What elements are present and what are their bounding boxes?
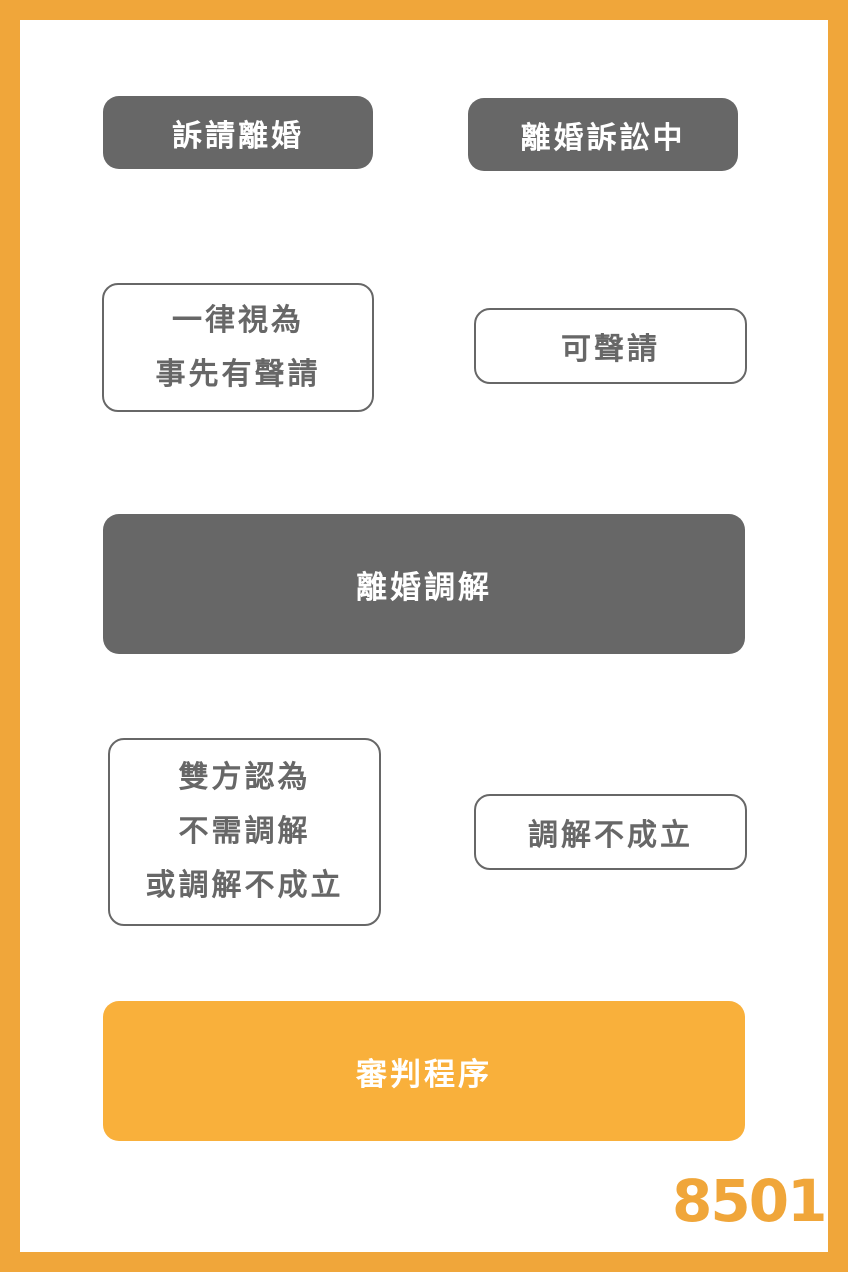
- start-box-file-divorce: 訴請離婚: [103, 96, 373, 169]
- trial-procedure-box: 審判程序: [103, 1001, 745, 1141]
- brand-logo: 85010: [672, 1167, 848, 1235]
- note-line: 事先有聲請: [155, 356, 321, 392]
- outcome-label: 調解不成立: [528, 818, 693, 853]
- note-box-deemed-applied: 一律視為 事先有聲請: [102, 283, 374, 412]
- start-box-divorce-in-litigation: 離婚訴訟中: [468, 98, 738, 171]
- note-line: 一律視為: [172, 302, 304, 338]
- outcome-line: 或調解不成立: [145, 868, 344, 903]
- start-box-label: 離婚訴訟中: [520, 120, 686, 156]
- trial-procedure-label: 審判程序: [356, 1056, 492, 1093]
- outcome-box-no-mediation-needed: 雙方認為 不需調解 或調解不成立: [108, 738, 381, 926]
- note-box-may-apply: 可聲請: [474, 308, 747, 384]
- mediation-box: 離婚調解: [103, 514, 745, 654]
- outcome-box-mediation-failed: 調解不成立: [474, 794, 747, 870]
- outcome-line: 雙方認為: [178, 760, 311, 795]
- start-box-label: 訴請離婚: [172, 118, 304, 154]
- note-label: 可聲請: [561, 332, 660, 367]
- outcome-line: 不需調解: [178, 814, 311, 849]
- mediation-label: 離婚調解: [356, 569, 492, 606]
